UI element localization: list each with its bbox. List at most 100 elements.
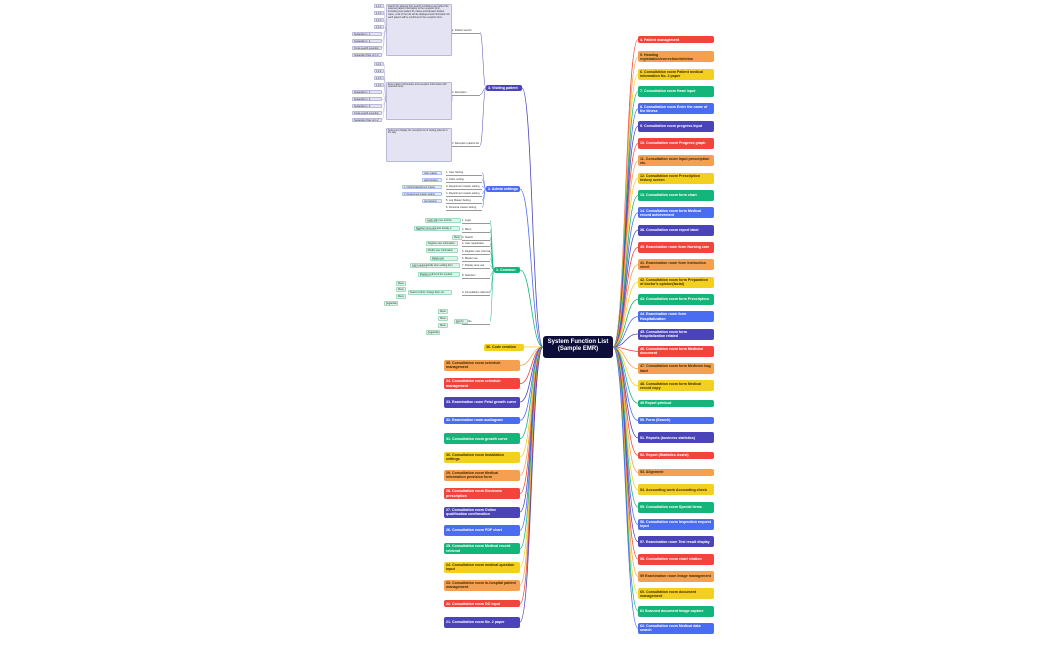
visiting-patient-leaf[interactable]: 1.2.1 <box>374 62 384 66</box>
right-branch-node[interactable]: 10. Consultation room Progress graph <box>638 138 714 150</box>
left-branch-node[interactable]: 33. Examination room Fetal growth curve <box>444 396 520 408</box>
right-branch-node[interactable]: 62. Consultation room Medical data searc… <box>638 622 714 634</box>
left-branch-node[interactable]: 25. Consultation room Medical record ret… <box>444 543 520 555</box>
common-leaf[interactable]: Register menu and also display a differe… <box>414 226 460 231</box>
visiting-patient-leaf[interactable]: Separation 1_1 <box>352 90 382 94</box>
left-branch-node[interactable]: 27. Consultation room Online qualificati… <box>444 506 520 518</box>
common-leaf[interactable]: Separation 1_1 <box>426 330 440 335</box>
common-leaf[interactable]: Sort by Time <box>454 319 468 324</box>
common-leaf[interactable]: Menu <box>396 281 406 286</box>
common-subitem[interactable]: 1. Login <box>462 219 490 224</box>
right-branch-node[interactable]: 56. Consultation room Inspection request… <box>638 518 714 530</box>
right-branch-node[interactable]: 5. Heading registration/correction/delet… <box>638 51 714 63</box>
admin-setting-leaf[interactable]: authorization, Group <box>422 178 442 182</box>
right-branch-node[interactable]: 46. Consultation room form Medicine docu… <box>638 345 714 357</box>
common-subitem[interactable]: 6. Master use <box>462 257 490 262</box>
left-branch-node[interactable]: 29. Consultation room Medical informatio… <box>444 469 520 481</box>
admin-setting-leaf[interactable]: 2. Department master setting <box>402 192 442 196</box>
visiting-patient-leaf[interactable]: Separation Flow up 1.2 column <box>352 118 382 122</box>
common-leaf[interactable]: Delete user information <box>430 256 458 261</box>
common-leaf[interactable]: Separation 1_1 <box>384 301 398 306</box>
right-branch-node[interactable]: 14. Consultation room form Medical recor… <box>638 207 714 219</box>
admin-setting-subitem[interactable]: 2. Order setting <box>446 178 482 183</box>
right-branch-node[interactable]: 41. Examination room form Instruction sh… <box>638 259 714 271</box>
left-branch-node[interactable]: 2. Admin settings <box>486 186 520 192</box>
common-leaf[interactable]: Menu <box>396 294 406 299</box>
right-branch-node[interactable]: 4. Patient management <box>638 36 714 44</box>
right-branch-node[interactable]: 61 Scanned document image capture <box>638 605 714 617</box>
common-leaf[interactable]: Login with user and the password <box>425 218 461 223</box>
right-branch-node[interactable]: 9. Consultation room progress input <box>638 120 714 132</box>
right-branch-node[interactable]: 58. Consultation room chart relation <box>638 553 714 565</box>
left-branch-node[interactable]: 34. Consultation room schedule managemen… <box>444 378 520 390</box>
visiting-patient-leaf[interactable]: 1.1.4 <box>374 25 384 29</box>
right-branch-node[interactable]: 40. Examination room form Nursing care <box>638 241 714 253</box>
right-branch-node[interactable]: 53. Alignment <box>638 469 714 476</box>
right-branch-node[interactable]: 52. Report (Statistics Assist) <box>638 451 714 459</box>
left-branch-node[interactable]: 31. Consultation room growth curve <box>444 433 520 445</box>
right-branch-node[interactable]: 42. Consultation room form Preparation o… <box>638 276 714 288</box>
visiting-patient-subitem[interactable]: 2. Reception <box>452 91 480 96</box>
left-branch-node[interactable]: 26. Consultation room PDF chart <box>444 524 520 536</box>
right-branch-node[interactable]: 50. Form (Search) <box>638 417 714 425</box>
visiting-patient-description[interactable]: Search for patients from search conditio… <box>386 4 452 56</box>
visiting-patient-leaf[interactable]: 1.1.1 <box>374 4 384 8</box>
left-branch-node[interactable]: 28. Consultation room Electronic prescri… <box>444 488 520 500</box>
visiting-patient-description[interactable]: Select and display the reception list of… <box>386 128 452 162</box>
left-branch-node[interactable]: 1. Common <box>494 267 520 273</box>
right-branch-node[interactable]: 13. Consultation room form chart <box>638 189 714 201</box>
right-branch-node[interactable]: 57. Examination room Test result display <box>638 536 714 548</box>
left-branch-node[interactable]: 35. Consultation room schedule managemen… <box>444 359 520 371</box>
common-subitem[interactable]: 9. Consultation reference <box>462 291 490 296</box>
right-branch-node[interactable]: 44. Examination room form Hospitalizatio… <box>638 311 714 323</box>
common-leaf[interactable]: Modify user information <box>426 248 458 253</box>
admin-setting-leaf[interactable]: User master <box>422 171 442 175</box>
left-branch-node[interactable]: 36. Code creation <box>484 343 524 351</box>
admin-setting-subitem[interactable]: 5. Log Master Setting <box>446 199 482 204</box>
admin-setting-subitem[interactable]: 4. Department master setting <box>446 192 482 197</box>
admin-setting-subitem[interactable]: 6. Personal master setting <box>446 206 482 211</box>
visiting-patient-leaf[interactable]: 1.2.3 <box>374 76 384 80</box>
right-branch-node[interactable]: 8. Consultation room Enter the name of t… <box>638 103 714 115</box>
right-branch-node[interactable]: 55. Consultation room Special items <box>638 501 714 513</box>
right-branch-node[interactable]: 45. Consultation room form hospitalizati… <box>638 328 714 340</box>
left-branch-node[interactable]: 21. Consultation room No. 2 paper <box>444 616 520 628</box>
right-branch-node[interactable]: 49 Report printout <box>638 399 714 407</box>
left-branch-node[interactable]: 24. Consultation room medical question i… <box>444 561 520 573</box>
left-branch-node[interactable]: 32. Examination room audiogram <box>444 416 520 424</box>
common-leaf[interactable]: Display method of the medical treatment <box>418 272 460 277</box>
common-subitem[interactable]: 3. Search <box>462 236 490 241</box>
visiting-patient-subitem[interactable]: 3. Reception patient list <box>452 142 480 147</box>
right-branch-node[interactable]: 48. Consultation room form Medical recor… <box>638 380 714 392</box>
right-branch-node[interactable]: 43. Consultation room form Prescription <box>638 293 714 305</box>
admin-setting-leaf[interactable]: 1. Clinical department master setting <box>402 185 442 189</box>
visiting-patient-leaf[interactable]: Separation 1_2 <box>352 97 382 101</box>
visiting-patient-leaf[interactable]: 1.2.2 <box>374 69 384 73</box>
visiting-patient-leaf[interactable]: 1.2.4 <box>374 83 384 87</box>
left-branch-node[interactable]: 3. Visiting patient <box>486 85 522 91</box>
common-leaf[interactable]: Menu <box>396 287 406 292</box>
common-subitem[interactable]: 5. Register user information <box>462 250 490 255</box>
right-branch-node[interactable]: 11. Consultation room Input prescription… <box>638 155 714 167</box>
common-subitem[interactable]: 4. User registration <box>462 242 490 247</box>
visiting-patient-description[interactable]: Enter patient information and reception … <box>386 82 452 120</box>
root-node[interactable]: System Function List (Sample EMR) <box>543 336 613 358</box>
right-branch-node[interactable]: 59 Examination room Image management <box>638 570 714 582</box>
common-subitem[interactable]: 8. Selection <box>462 274 490 279</box>
left-branch-node[interactable]: 30. Consultation room Installation setti… <box>444 451 520 463</box>
common-leaf[interactable]: Select a Clinic, change field, etc. <box>408 290 452 295</box>
common-leaf[interactable]: Menu <box>438 316 448 321</box>
visiting-patient-leaf[interactable]: Cross-search reception patient function <box>352 46 382 50</box>
right-branch-node[interactable]: 7. Consultation room Head input <box>638 86 714 98</box>
right-branch-node[interactable]: 38. Consultation room report label <box>638 224 714 236</box>
visiting-patient-leaf[interactable]: 1.1.2 <box>374 11 384 15</box>
admin-setting-subitem[interactable]: 3. Department master setting <box>446 185 482 190</box>
common-leaf[interactable]: Menu <box>438 323 448 328</box>
visiting-patient-leaf[interactable]: Separation 1_1 <box>352 32 382 36</box>
admin-setting-subitem[interactable]: 1. User Setting <box>446 171 482 176</box>
right-branch-node[interactable]: 6. Consultation room Patient medical inf… <box>638 68 714 80</box>
common-subitem[interactable]: 7. Display area use <box>462 264 490 269</box>
admin-setting-leaf[interactable]: permissions <box>422 199 442 203</box>
right-branch-node[interactable]: 51. Reports (business statistics) <box>638 432 714 444</box>
right-branch-node[interactable]: 12. Consultation room Prescription histo… <box>638 172 714 184</box>
